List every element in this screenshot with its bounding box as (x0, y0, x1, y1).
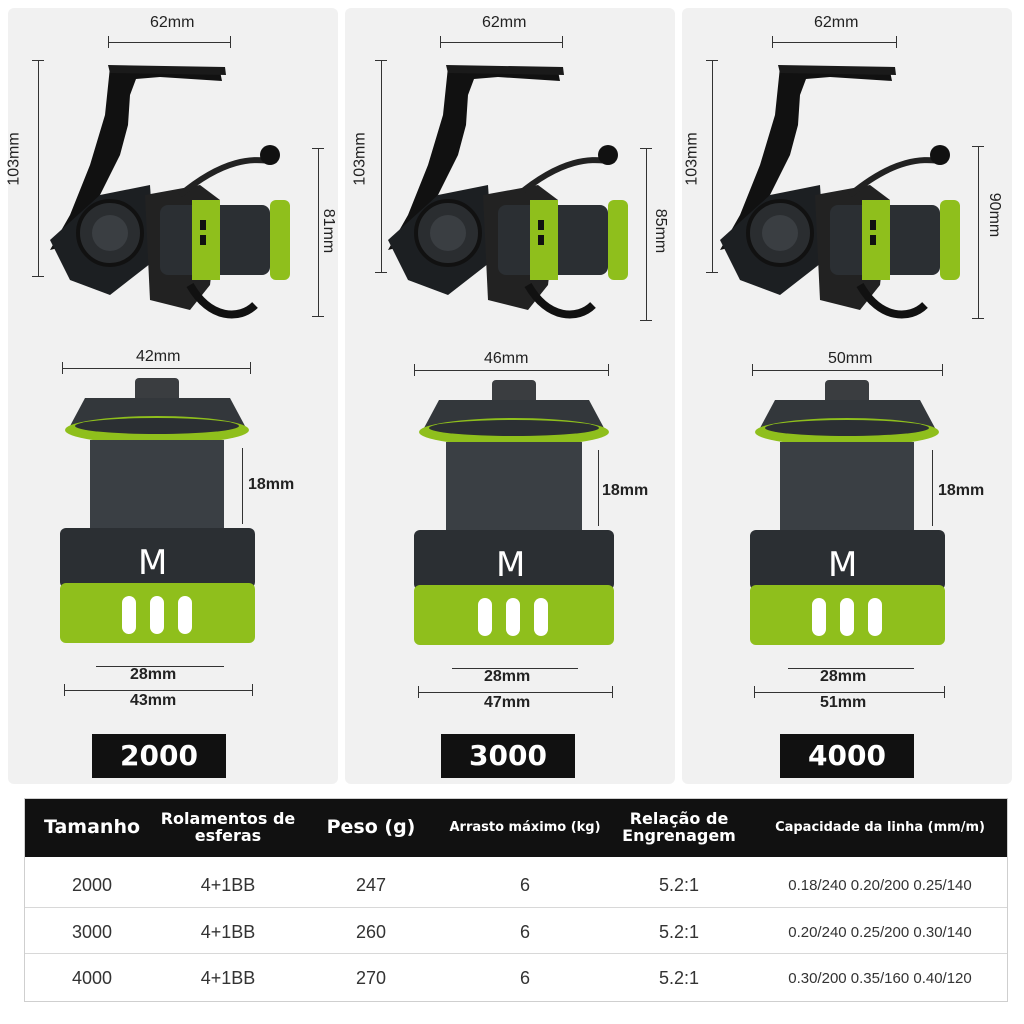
table-row: 2000 4+1BB 247 6 5.2:1 0.18/240 0.20/200… (25, 861, 1007, 909)
size-badge-4000: 4000 (780, 734, 914, 778)
reel-illustration (50, 65, 290, 319)
spool-bottom-width-label: 43mm (130, 692, 177, 709)
cell-size: 3000 (71, 921, 113, 942)
spool-illustration: M (60, 378, 255, 643)
svg-text:M: M (828, 545, 857, 585)
cell-ball-bearings: 4+1BB (200, 967, 256, 988)
cell-size: 2000 (71, 874, 113, 895)
reel-height-label: 103mm (351, 132, 369, 186)
spool-line-depth-label: 18mm (602, 482, 649, 499)
spool-inner-width-label: 28mm (820, 668, 867, 685)
spool-inner-width-label: 28mm (130, 666, 177, 683)
spool-bottom-width-label: 51mm (820, 694, 867, 711)
reel-width-label: 62mm (814, 14, 859, 31)
spec-table-header: Tamanho Rolamentos de esferas Peso (g) A… (25, 799, 1007, 857)
cell-max-drag: 6 (519, 874, 530, 895)
reel-height-label: 103mm (5, 132, 23, 186)
spool-top-width-label: 50mm (828, 350, 873, 367)
cell-size: 4000 (71, 967, 113, 988)
reel-side-height-label: 81mm (320, 208, 338, 254)
reel-side-height-label: 85mm (652, 208, 670, 254)
cell-max-drag: 6 (519, 921, 530, 942)
cell-line-capacity: 0.20/240 0.25/200 0.30/140 (788, 923, 972, 941)
cell-weight: 270 (355, 967, 387, 988)
cell-weight: 247 (355, 874, 387, 895)
header-weight: Peso (g) (326, 816, 416, 839)
svg-text:M: M (138, 543, 167, 583)
spool-line-depth-label: 18mm (938, 482, 985, 499)
svg-text:M: M (496, 545, 525, 585)
spool-illustration: M (750, 380, 945, 645)
cell-line-capacity: 0.30/200 0.35/160 0.40/120 (788, 969, 972, 987)
spool-top-width-label: 46mm (484, 350, 529, 367)
cell-max-drag: 6 (519, 967, 530, 988)
spool-bottom-width-label: 47mm (484, 694, 531, 711)
header-line-capacity: Capacidade da linha (mm/m) (775, 820, 985, 836)
header-max-drag: Arrasto máximo (kg) (449, 820, 601, 836)
spool-inner-width-label: 28mm (484, 668, 531, 685)
cell-gear-ratio: 5.2:1 (658, 967, 700, 988)
spool-line-depth-label: 18mm (248, 476, 295, 493)
cell-weight: 260 (355, 921, 387, 942)
reel-height-label: 103mm (683, 132, 701, 186)
cell-line-capacity: 0.18/240 0.20/200 0.25/140 (788, 876, 972, 894)
reel-width-label: 62mm (150, 14, 195, 31)
table-row: 3000 4+1BB 260 6 5.2:1 0.20/240 0.25/200… (25, 907, 1007, 956)
reel-illustration (720, 65, 960, 319)
spool-illustration: M (414, 380, 614, 645)
cell-gear-ratio: 5.2:1 (658, 874, 700, 895)
cell-ball-bearings: 4+1BB (200, 921, 256, 942)
spec-table: Tamanho Rolamentos de esferas Peso (g) A… (24, 798, 1008, 1002)
reel-illustration (388, 65, 628, 319)
cell-ball-bearings: 4+1BB (200, 874, 256, 895)
header-size: Tamanho (43, 816, 141, 839)
size-badge-2000: 2000 (92, 734, 226, 778)
reel-side-height-label: 90mm (986, 192, 1004, 238)
table-row: 4000 4+1BB 270 6 5.2:1 0.30/200 0.35/160… (25, 953, 1007, 1002)
header-ball-bearings: Rolamentos de esferas (160, 809, 296, 845)
size-badge-3000: 3000 (441, 734, 575, 778)
spool-top-width-label: 42mm (136, 348, 181, 365)
header-gear-ratio: Relação de Engrenagem (622, 809, 736, 845)
cell-gear-ratio: 5.2:1 (658, 921, 700, 942)
reel-width-label: 62mm (482, 14, 527, 31)
